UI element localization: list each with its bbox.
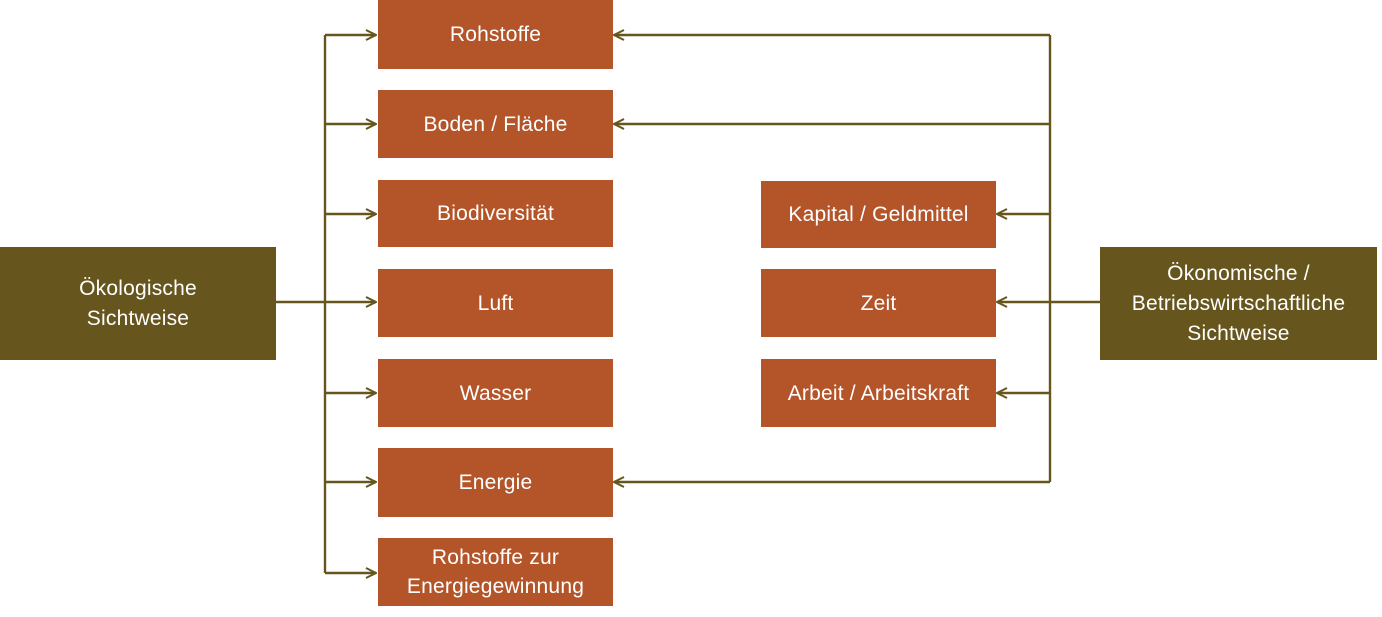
resource-box-kapital-geldmittel: Kapital / Geldmittel <box>761 181 996 248</box>
resource-box-rohstoffe: Rohstoffe <box>378 0 613 69</box>
resource-label: Wasser <box>459 381 532 405</box>
resource-label: Biodiversität <box>437 202 554 225</box>
resource-box-energie: Energie <box>378 448 613 517</box>
resource-label: Arbeit / Arbeitskraft <box>787 381 970 405</box>
resource-label: Zeit <box>860 291 897 315</box>
resource-box-boden-flaeche: Boden / Fläche <box>378 90 613 158</box>
resource-label: Kapital / Geldmittel <box>788 203 969 226</box>
resource-box-wasser: Wasser <box>378 359 613 427</box>
resource-label: Rohstoffe <box>449 23 542 46</box>
resource-box-arbeit-arbeitskraft: Arbeit / Arbeitskraft <box>761 359 996 427</box>
resource-label: Boden / Fläche <box>423 112 568 136</box>
resource-box-zeit: Zeit <box>761 269 996 337</box>
resource-box-luft: Luft <box>378 269 613 337</box>
resource-box-biodiversitaet: Biodiversität <box>378 180 613 247</box>
resource-label: Luft <box>477 291 514 315</box>
resource-label: Energie <box>458 471 533 494</box>
